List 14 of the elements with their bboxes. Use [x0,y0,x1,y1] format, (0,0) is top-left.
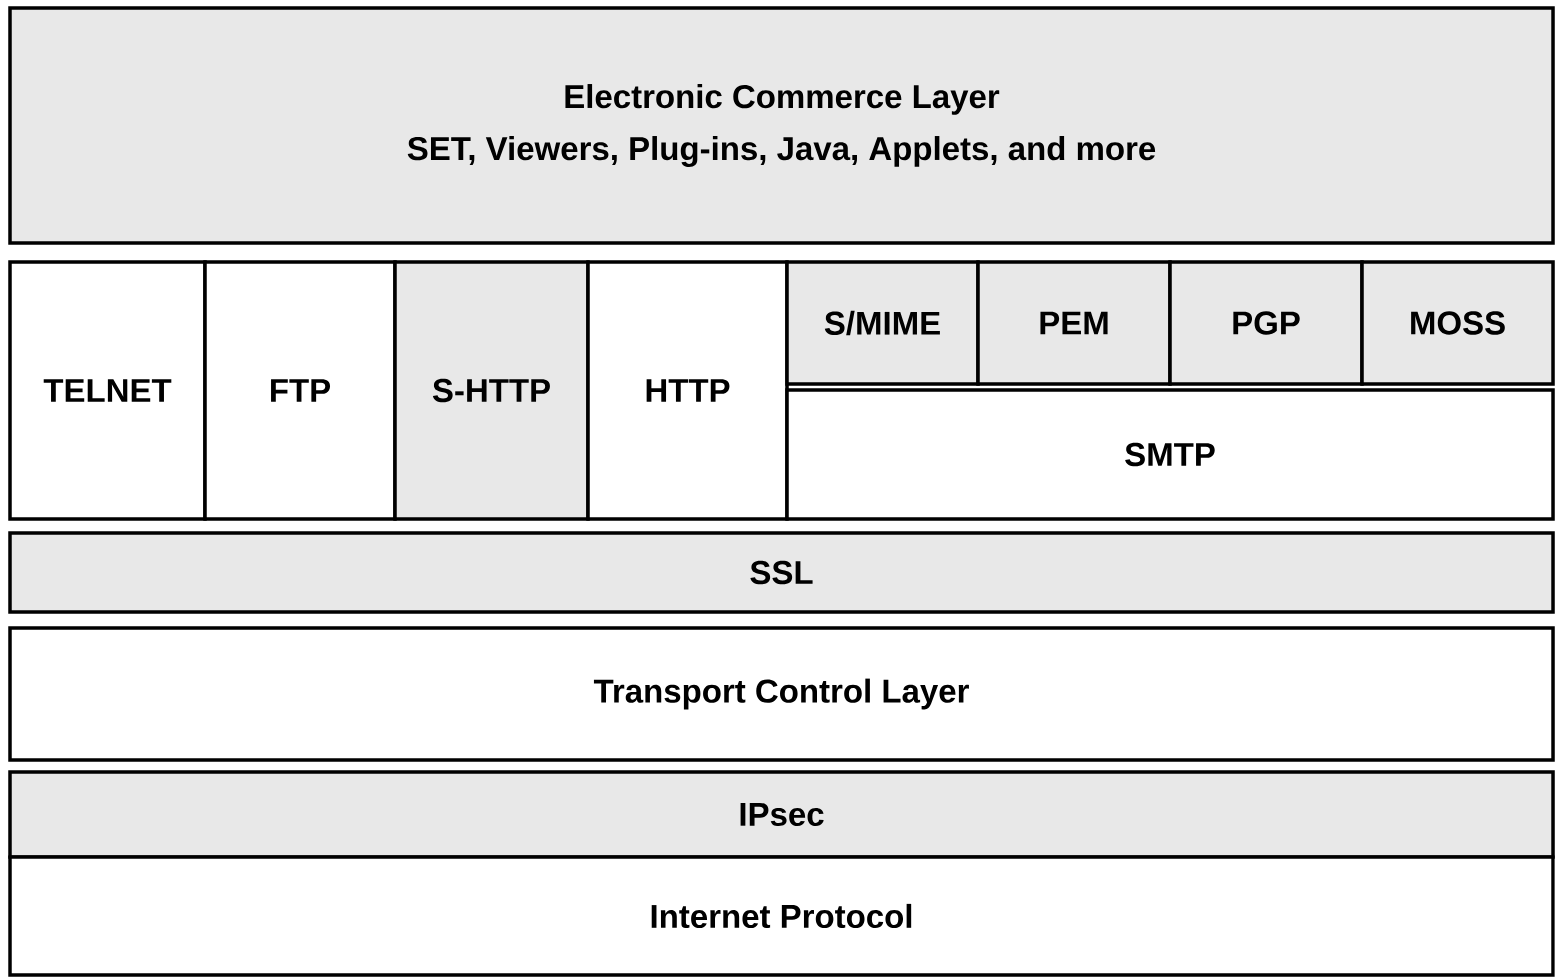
protocol-box: S/MIME [785,260,980,386]
protocol-box: PEM [976,260,1172,386]
layer-band: Electronic Commerce Layer SET, Viewers, Plug-ins, Java, Applets, and more [8,6,1555,245]
protocol-box: TELNET [8,260,207,521]
layer-band: Transport Control Layer [8,626,1555,762]
protocol-box: PGP [1168,260,1364,386]
protocol-box: MOSS [1360,260,1555,386]
layer-band: IPsec [8,770,1555,859]
protocol-box: FTP [203,260,397,521]
protocol-box: HTTP [586,260,789,521]
protocol-box: S-HTTP [393,260,590,521]
layer-band: SSL [8,531,1555,614]
protocol-box: SMTP [785,388,1555,521]
layer-band: Internet Protocol [8,855,1555,977]
